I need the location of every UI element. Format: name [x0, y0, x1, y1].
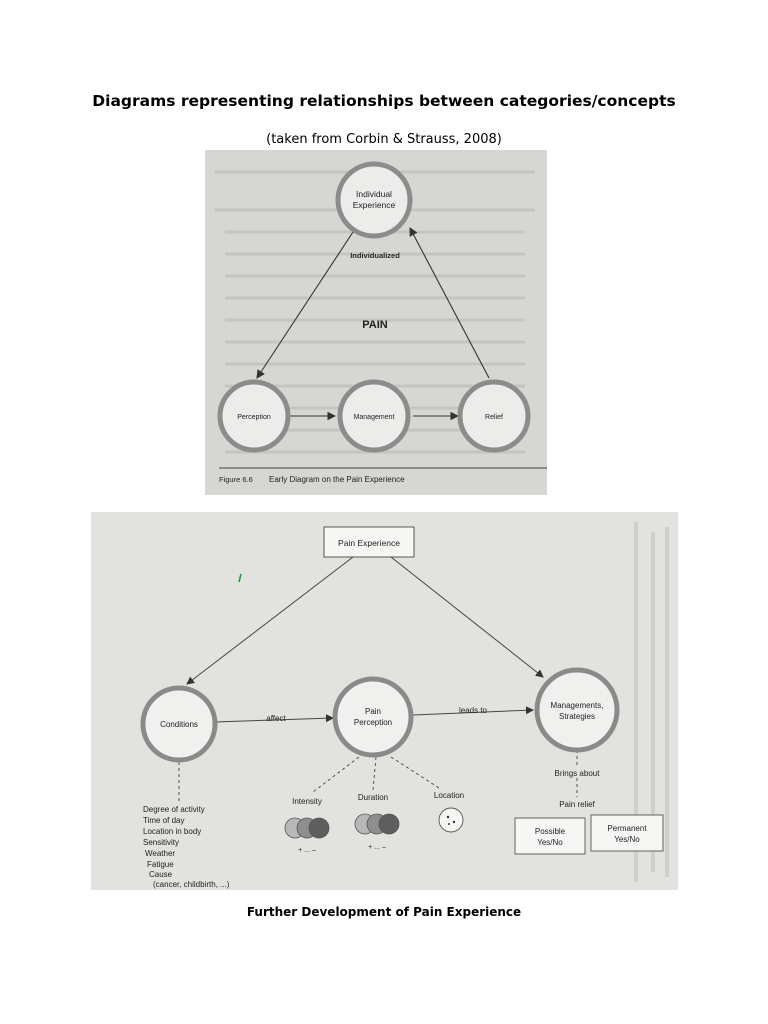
- node-individual-label-2: Experience: [353, 200, 396, 210]
- node-perception-label: Perception: [237, 414, 271, 421]
- intensity-scale-label: + ... –: [298, 847, 316, 854]
- page-title: Diagrams representing relationships betw…: [92, 92, 676, 110]
- node-pain-perception: [332, 676, 414, 758]
- dimension-location: Location: [434, 791, 464, 800]
- outcome-permanent-box: [590, 814, 664, 852]
- condition-item: Fatigue: [147, 860, 174, 869]
- root-pain-experience-label: Pain Experience: [338, 538, 400, 548]
- duration-scale-circles: [354, 813, 400, 835]
- early-pain-diagram-scan: Individual Experience Perception Managem…: [205, 150, 547, 495]
- center-label-pain: PAIN: [362, 319, 388, 331]
- node-relief-label: Relief: [485, 414, 503, 421]
- brings-about-label: Brings about: [555, 769, 601, 778]
- arrow-perception-to-managements: [412, 706, 534, 716]
- node-pain-perception-label-1: Pain: [365, 707, 381, 716]
- early-pain-diagram: Individual Experience Perception Managem…: [215, 161, 547, 484]
- pen-mark: [238, 573, 242, 583]
- duration-scale-label: + ... –: [368, 844, 386, 851]
- node-managements-label-1: Managements,: [551, 701, 604, 710]
- pain-relief-label: Pain relief: [559, 800, 595, 809]
- node-conditions-label: Conditions: [160, 720, 198, 729]
- edge-label-leads-to: leads to: [459, 706, 488, 715]
- pain-experience-diagram: Pain Experience Conditions Pain Perce: [140, 522, 669, 889]
- condition-item: Sensitivity: [143, 838, 179, 847]
- dashed-to-duration: [372, 756, 377, 791]
- arrow-root-to-managements: [390, 556, 544, 678]
- bottom-caption: Further Development of Pain Experience: [246, 905, 522, 919]
- node-management: [337, 379, 411, 453]
- outcome-permanent-label-1: Permanent: [607, 824, 647, 833]
- condition-item: Cause: [149, 870, 173, 879]
- figure-caption: Early Diagram on the Pain Experience: [269, 475, 405, 484]
- arrow-root-to-conditions: [186, 556, 354, 685]
- arrow-individual-to-perception: [256, 231, 354, 379]
- node-individual-experience: [335, 161, 413, 239]
- intensity-scale-circles: [284, 817, 330, 839]
- node-perception: [217, 379, 291, 453]
- conditions-list: Degree of activity Time of day Location …: [143, 805, 230, 889]
- node-pain-perception-label-2: Perception: [354, 718, 392, 727]
- condition-item: Degree of activity: [143, 805, 205, 814]
- dashed-to-location: [390, 756, 440, 789]
- node-relief: [457, 379, 531, 453]
- condition-item: Time of day: [143, 816, 185, 825]
- dimension-intensity: Intensity: [292, 797, 322, 806]
- node-managements-label-2: Strategies: [559, 712, 595, 721]
- dimension-duration: Duration: [358, 793, 388, 802]
- edge-label-individualized: Individualized: [350, 251, 400, 260]
- condition-item: Location in body: [143, 827, 201, 836]
- arrow-conditions-to-perception: [214, 714, 334, 723]
- pain-experience-diagram-scan: Pain Experience Conditions Pain Perce: [91, 512, 678, 890]
- outcome-possible-label-2: Yes/No: [537, 838, 563, 847]
- outcome-permanent-label-2: Yes/No: [614, 835, 640, 844]
- location-body-circle: [438, 807, 464, 833]
- condition-item: (cancer, childbirth, ...): [153, 880, 230, 889]
- outcome-possible-label-1: Possible: [535, 827, 566, 836]
- dashed-to-intensity: [312, 756, 360, 793]
- node-managements-strategies: [534, 667, 620, 753]
- node-conditions: [140, 685, 218, 763]
- figure-number: Figure 6.6: [219, 475, 253, 484]
- page-subtitle: (taken from Corbin & Strauss, 2008): [266, 132, 502, 147]
- arrow-relief-to-individual: [409, 227, 490, 379]
- node-individual-label-1: Individual: [356, 189, 392, 199]
- root-pain-experience-box: [323, 526, 415, 558]
- edge-label-affect: affect: [266, 714, 286, 723]
- condition-item: Weather: [145, 849, 175, 858]
- outcome-possible-box: [514, 817, 586, 855]
- node-management-label: Management: [354, 414, 395, 421]
